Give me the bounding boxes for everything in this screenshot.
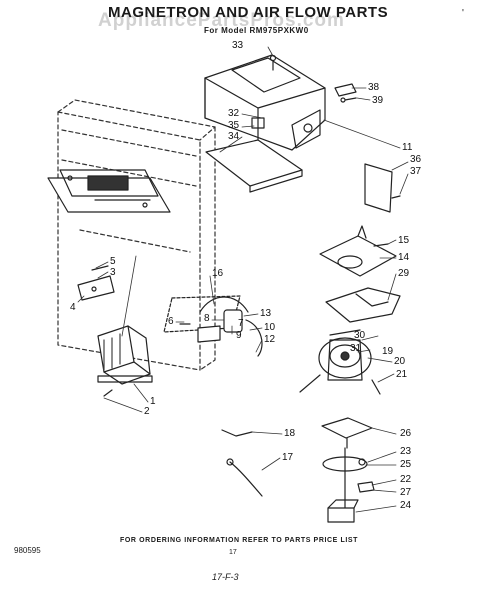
ordering-info: FOR ORDERING INFORMATION REFER TO PARTS …: [120, 537, 359, 544]
callout-15: 15: [398, 235, 410, 246]
callout-35: 35: [228, 120, 240, 131]
callout-10: 10: [264, 322, 276, 333]
air-filter-panel: [206, 140, 302, 192]
stirrer-blade: [322, 418, 372, 448]
callout-14: 14: [398, 252, 410, 263]
high-voltage-transformer: [98, 326, 152, 396]
diagram-title: MAGNETRON AND AIR FLOW PARTS: [108, 4, 389, 21]
callout-39: 39: [372, 95, 384, 106]
air-guide: [326, 288, 400, 322]
callout-8: 8: [204, 313, 210, 324]
callout-26: 26: [400, 428, 412, 439]
thermal-cutout-assembly: [164, 296, 262, 356]
callout-11: 11: [402, 142, 413, 153]
callout-25: 25: [400, 459, 412, 470]
wire-harness: [222, 430, 262, 496]
corner-mark: ': [462, 8, 464, 19]
callout-34: 34: [228, 131, 240, 142]
callout-12: 12: [264, 334, 276, 345]
callout-21: 21: [396, 369, 408, 380]
damper-plate: [365, 164, 400, 212]
callout-19: 19: [382, 346, 394, 357]
callout-31: 31: [350, 343, 362, 354]
callout-13: 13: [260, 308, 272, 319]
callout-2: 2: [144, 406, 150, 417]
callout-29: 29: [398, 268, 410, 279]
page-reference: 17-F-3: [212, 572, 239, 582]
callout-23: 23: [400, 446, 412, 457]
callout-38: 38: [368, 82, 380, 93]
magnetron-assembly: [48, 170, 170, 212]
blower-duct: [205, 55, 325, 150]
callout-7: 7: [238, 318, 244, 329]
stirrer-motor: [300, 330, 380, 394]
document-number: 980595: [14, 546, 41, 555]
callout-5: 5: [110, 256, 116, 267]
callout-16: 16: [212, 268, 224, 279]
model-subtitle: For Model RM975PXKW0: [204, 26, 309, 35]
callout-30: 30: [354, 330, 366, 341]
leader-lines: [78, 47, 408, 512]
callout-36: 36: [410, 154, 422, 165]
callout-17: 17: [282, 452, 294, 463]
watermark: AppliancePartsPros.com: [98, 10, 345, 31]
callout-37: 37: [410, 166, 422, 177]
callout-4: 4: [70, 302, 76, 313]
callout-22: 22: [400, 474, 412, 485]
callout-33: 33: [232, 40, 244, 51]
callout-18: 18: [284, 428, 296, 439]
bracket-and-screw: [335, 84, 356, 102]
callout-6: 6: [168, 316, 174, 327]
callout-27: 27: [400, 487, 412, 498]
callout-24: 24: [400, 500, 412, 511]
shaft-assembly: [323, 448, 374, 522]
callout-20: 20: [394, 356, 406, 367]
cabinet-outline: [58, 100, 215, 370]
page-number: 17: [229, 549, 237, 556]
callout-9: 9: [236, 330, 242, 341]
callout-32: 32: [228, 108, 240, 119]
callout-1: 1: [150, 396, 156, 407]
diode-bracket: [78, 266, 114, 300]
stirrer-plate: [320, 226, 396, 276]
callout-3: 3: [110, 267, 116, 278]
